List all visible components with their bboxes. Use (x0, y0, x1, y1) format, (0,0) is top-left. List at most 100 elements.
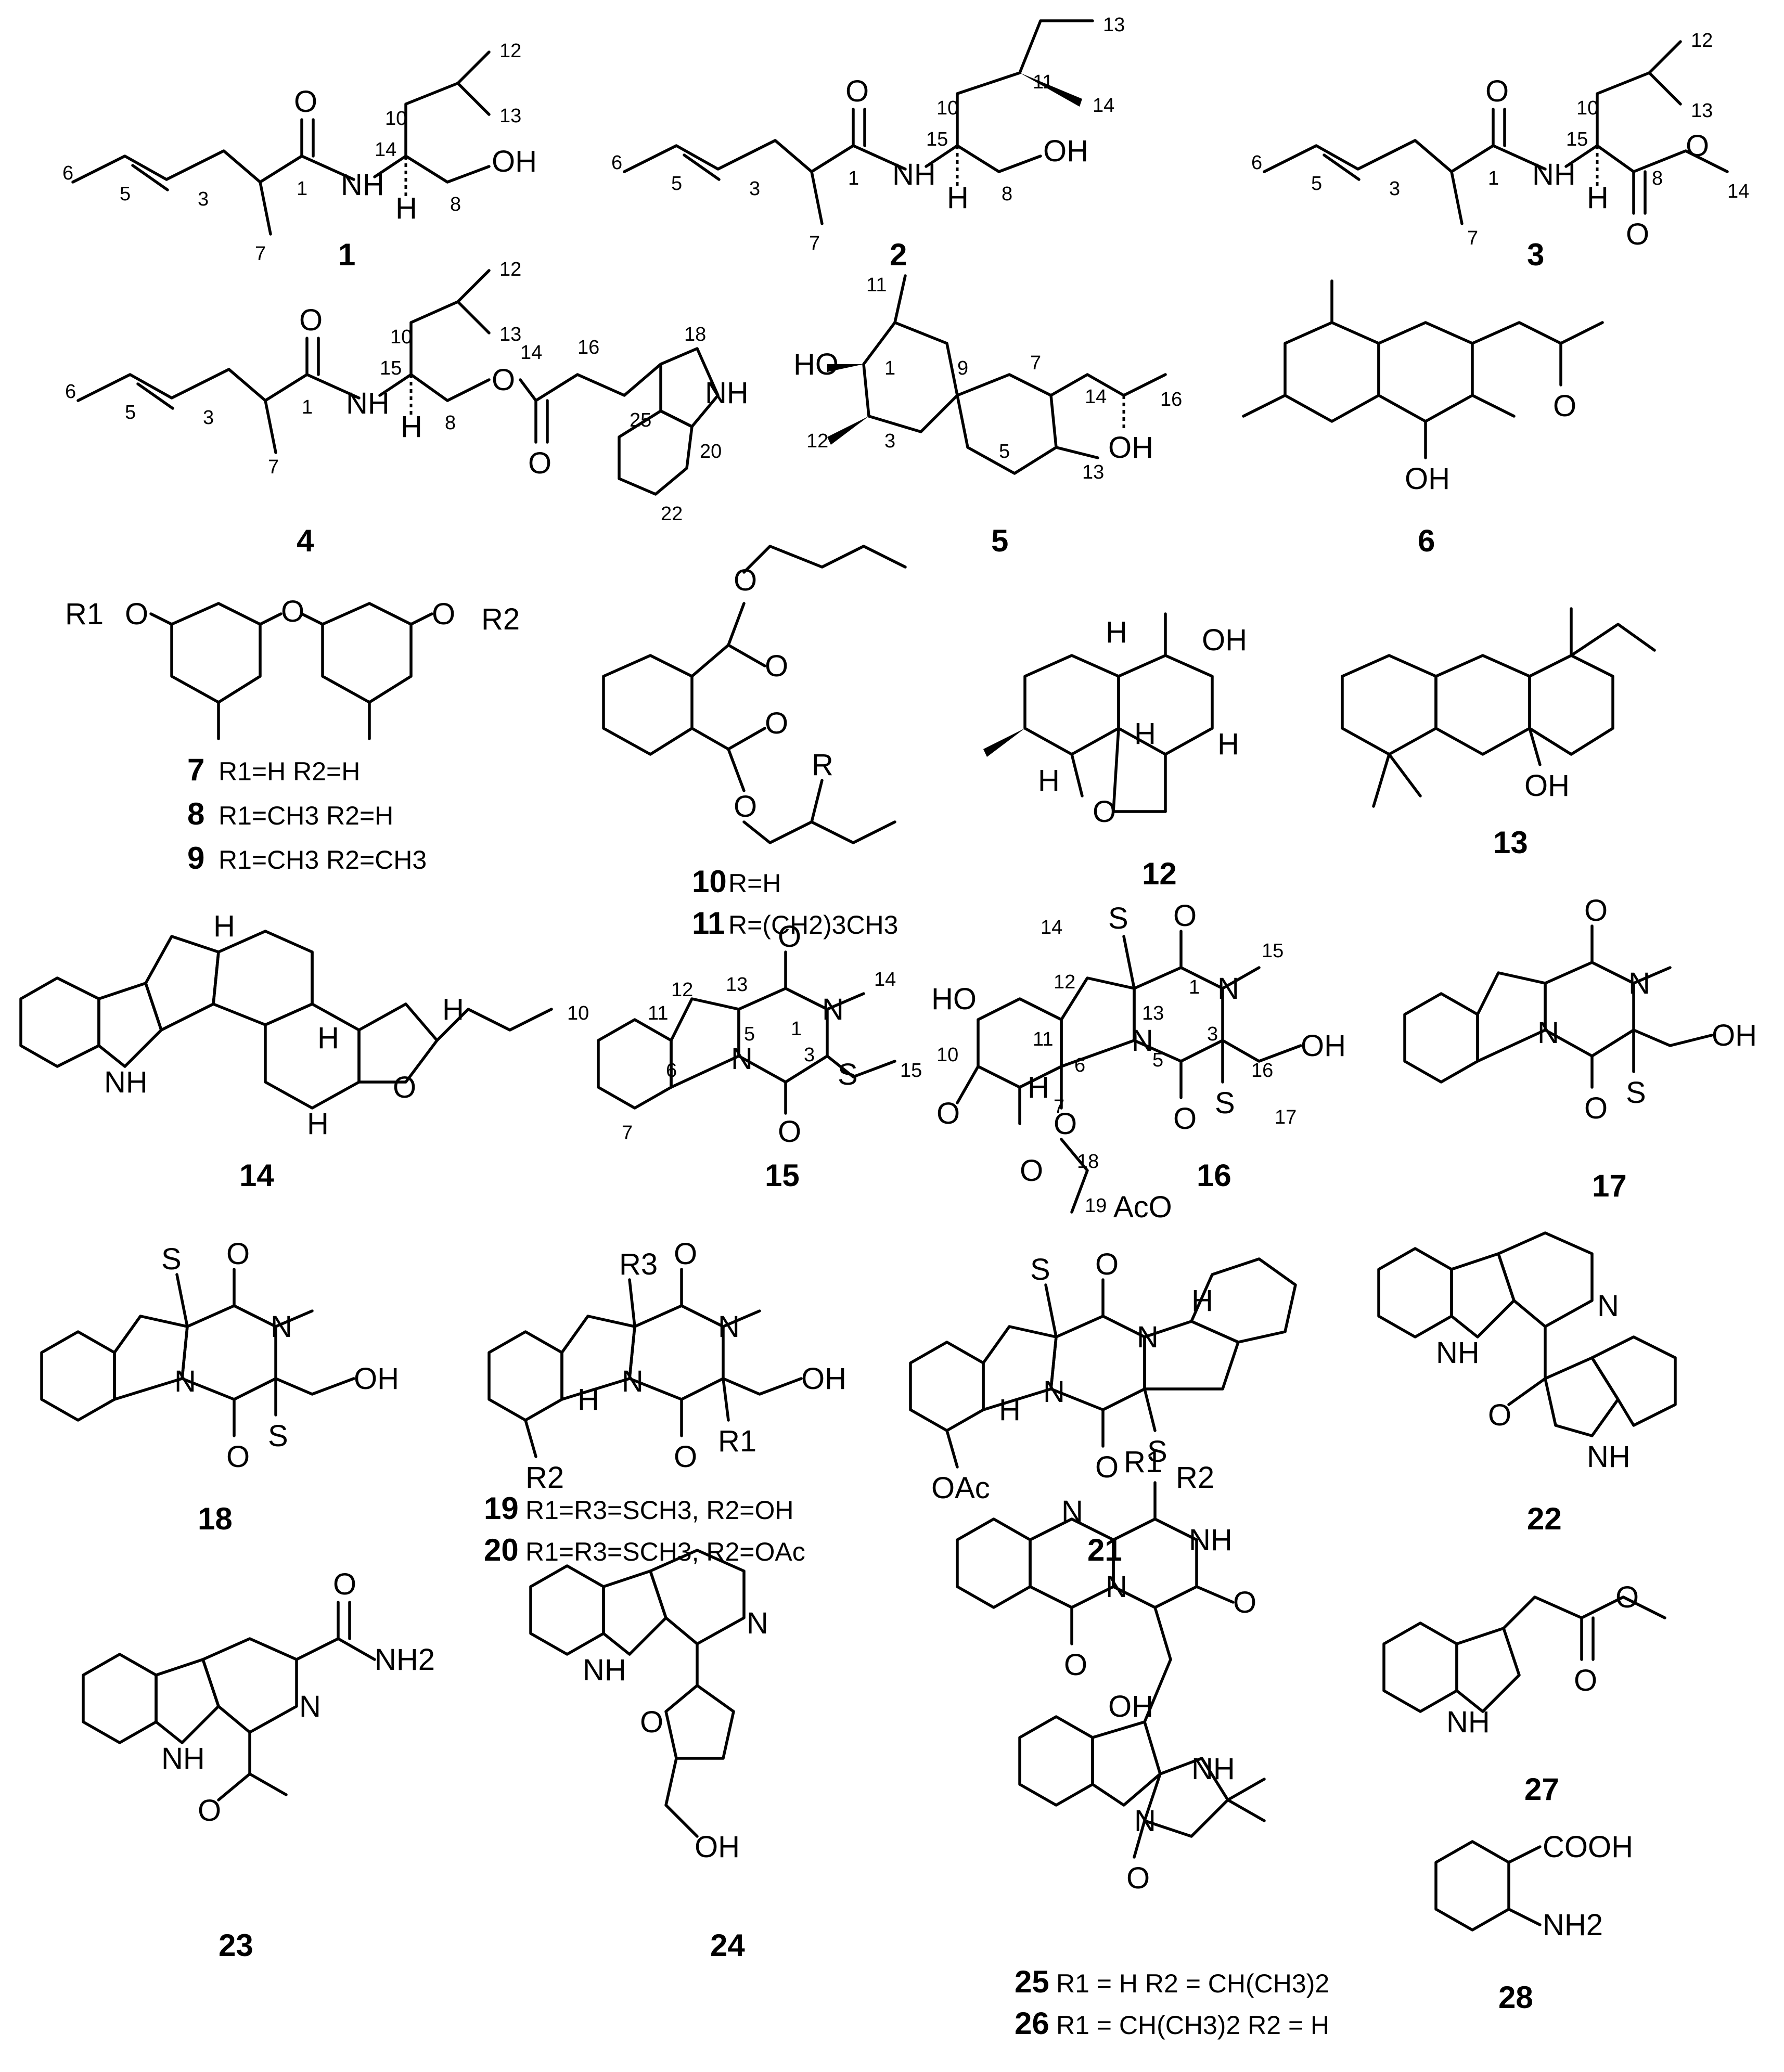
compound-3-num-15: 15 (1566, 128, 1588, 150)
compound-28-structure: COOH NH2 (1434, 1830, 1633, 1942)
compound-7-o-right: O (432, 597, 455, 631)
compound-3-num-6: 6 (1251, 152, 1262, 174)
compound-16-ketone-o: O (936, 1097, 960, 1130)
compound-13-structure: OH (1341, 607, 1656, 808)
compound-19-r1: R1 (718, 1424, 756, 1458)
compound-4-num-20: 20 (700, 441, 722, 462)
compound-2-num-3: 3 (749, 178, 760, 200)
compound-5-label: 5 (991, 523, 1008, 558)
compound-1-num-1: 1 (297, 178, 307, 200)
compound-19-substituents: R1=R3=SCH3, R2=OH (525, 1496, 794, 1525)
compound-19-n: N (718, 1310, 740, 1344)
compound-12-oh: OH (1202, 623, 1247, 657)
compound-12-ring-o: O (1093, 795, 1116, 829)
compound-18-structure: S O N N O OH S (40, 1237, 399, 1474)
compound-1-num-5: 5 (120, 183, 131, 205)
compound-16-label: 16 (1197, 1158, 1231, 1193)
compound-2-num-1: 1 (848, 168, 859, 189)
compound-28-nh2: NH2 (1543, 1908, 1603, 1942)
compound-1-structure: O NH H OH 6 5 3 1 7 14 10 12 13 8 (62, 40, 537, 265)
compound-1-num-7: 7 (255, 243, 266, 265)
compound-15-carbonyl-o-top: O (778, 920, 801, 954)
compound-4-ester-o: O (492, 363, 515, 397)
compound-27-carbonyl-o: O (1574, 1664, 1597, 1697)
compound-14-h-bottom: H (307, 1107, 329, 1141)
compound-16-num-13: 13 (1142, 1002, 1164, 1024)
compound-24-oh: OH (695, 1830, 740, 1864)
compound-18-label: 18 (198, 1501, 233, 1536)
compound-6-structure: O OH (1242, 279, 1604, 496)
compound-15-num-12: 12 (671, 979, 693, 1001)
compound-4-num-15: 15 (380, 357, 402, 379)
compound-5-num-5: 5 (999, 441, 1010, 462)
compound-4-num-7: 7 (268, 456, 279, 478)
compound-2-num-5: 5 (671, 173, 682, 195)
compound-23-label: 23 (219, 1928, 253, 1963)
compound-21-s-bottom: S (1147, 1435, 1167, 1469)
compound-2-nh: NH (892, 158, 936, 191)
compound-10-ester-o-1: O (734, 563, 757, 597)
compound-4-structure: O NH H O O NH 6 5 3 1 7 15 10 12 13 8 14… (65, 259, 749, 525)
compound-24-nh: NH (583, 1653, 626, 1687)
compound-4-num-22: 22 (661, 503, 683, 525)
compound-3-num-13: 13 (1691, 100, 1713, 122)
compound-15-num-14: 14 (874, 969, 896, 990)
compound-19-carbonyl-o-top: O (674, 1237, 697, 1271)
compound-7-substituents: R1=H R2=H (219, 757, 360, 786)
compound-11-substituents: R=(CH2)3CH3 (728, 910, 898, 940)
compound-7-r2: R2 (481, 602, 520, 636)
compound-1-h: H (395, 191, 417, 225)
compound-16-num-16: 16 (1251, 1060, 1273, 1082)
compound-9-substituents: R1=CH3 R2=CH3 (219, 845, 427, 874)
compound-22-structure: NH N O NH (1377, 1231, 1677, 1474)
compound-27-nh: NH (1446, 1705, 1490, 1739)
compound-3-num-14: 14 (1727, 181, 1749, 202)
compound-22-nh-left: NH (1436, 1336, 1480, 1370)
compound-21-structure: S O N N O S H H OAc (909, 1247, 1297, 1505)
compound-15-num-7: 7 (622, 1122, 633, 1144)
compound-1-oh: OH (492, 145, 537, 178)
compound-3-label: 3 (1527, 237, 1544, 272)
compound-2-carbonyl-o: O (845, 74, 869, 108)
compound-16-s-top: S (1108, 902, 1128, 935)
compound-27-structure: NH O O (1382, 1580, 1666, 1739)
compound-2-num-6: 6 (611, 152, 622, 174)
compound-23-nh: NH (161, 1742, 205, 1775)
compound-1-carbonyl-o: O (294, 85, 317, 119)
compound-16-num-19: 19 (1085, 1195, 1107, 1217)
compound-23-structure: O NH2 N NH O (82, 1567, 435, 1828)
compound-16-s-bottom: S (1215, 1086, 1235, 1120)
compound-4-h: H (401, 410, 422, 444)
compound-4-nh: NH (346, 387, 390, 420)
compound-7-ether-o: O (281, 595, 304, 628)
compound-15-structure: O O N N S 10 11 6 7 12 13 1 5 3 14 15 (567, 920, 922, 1149)
compound-14-h-right: H (442, 993, 464, 1026)
compound-25-nh-bottom: NH (1191, 1752, 1235, 1786)
compound-3-structure: O NH H O O 6 5 3 1 7 15 10 12 13 8 14 (1251, 30, 1749, 251)
compound-1-num-6: 6 (62, 162, 73, 184)
compound-5-num-13: 13 (1082, 461, 1104, 483)
compound-25-substituents: R1 = H R2 = CH(CH3)2 (1056, 1969, 1329, 1998)
compound-2-h: H (947, 181, 969, 215)
compound-15-s: S (838, 1058, 858, 1091)
compound-15-num-10: 10 (567, 1002, 589, 1024)
compound-25-carbonyl-o-left: O (1064, 1648, 1087, 1682)
compound-25-nh-top: NH (1189, 1523, 1233, 1557)
compound-25-label: 25 (1015, 1964, 1049, 1999)
compound-1-num-12: 12 (499, 40, 521, 62)
compound-16-h: H (1028, 1071, 1049, 1104)
compound-4-num-6: 6 (65, 381, 76, 403)
compound-16-carbonyl-o-top: O (1173, 899, 1197, 933)
compound-17-carbonyl-o-bottom: O (1584, 1091, 1608, 1125)
compound-19-carbonyl-o-bottom: O (674, 1440, 697, 1474)
compound-24-furan-o: O (640, 1705, 663, 1739)
compound-3-num-1: 1 (1488, 168, 1499, 189)
compound-7-label: 7 (187, 752, 204, 787)
compound-21-h-left: H (999, 1393, 1021, 1427)
compound-12-h-center: H (1134, 717, 1156, 751)
compound-4-num-18: 18 (684, 324, 706, 345)
compound-16-aco: AcO (1113, 1190, 1172, 1224)
compound-5-num-9: 9 (957, 357, 968, 379)
compound-4-num-5: 5 (125, 402, 136, 423)
